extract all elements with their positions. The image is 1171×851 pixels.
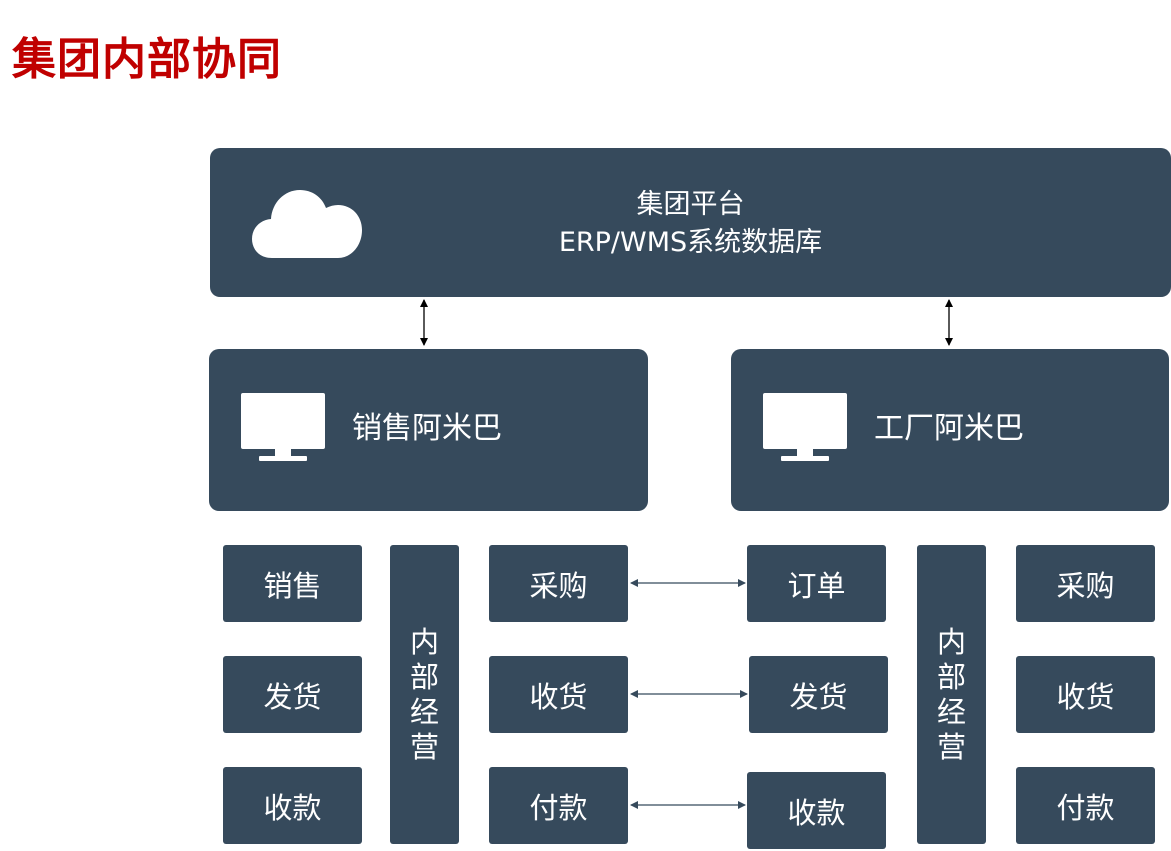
sales-box: 销售 (223, 545, 362, 622)
factory-amiba-box: 工厂阿米巴 (731, 349, 1169, 511)
collection-box: 收款 (223, 767, 362, 844)
collection-box: 收款 (747, 772, 886, 849)
payment-box: 付款 (489, 767, 628, 844)
monitor-icon (241, 393, 325, 461)
shipping-box: 发货 (749, 656, 888, 733)
group-platform-box: 集团平台 ERP/WMS系统数据库 (210, 148, 1171, 297)
shipping-box: 发货 (223, 656, 362, 733)
sales-amiba-box: 销售阿米巴 (209, 349, 648, 511)
internal-operations-box: 内 部 经 营 (390, 545, 459, 844)
internal-operations-char: 营 (936, 729, 966, 764)
internal-operations-char: 内 (409, 624, 439, 659)
internal-operations-char: 营 (409, 729, 439, 764)
receiving-box: 收货 (489, 656, 628, 733)
factory-amiba-label: 工厂阿米巴 (874, 411, 1024, 446)
internal-operations-box: 内 部 经 营 (917, 545, 986, 844)
order-box: 订单 (747, 545, 886, 622)
cloud-icon (252, 190, 362, 258)
internal-operations-char: 部 (936, 659, 966, 694)
internal-operations-char: 经 (936, 694, 966, 729)
receiving-box: 收货 (1016, 656, 1155, 733)
purchase-box: 采购 (1016, 545, 1155, 622)
sales-amiba-label: 销售阿米巴 (352, 411, 502, 446)
purchase-box: 采购 (489, 545, 628, 622)
group-platform-title: 集团平台 (636, 189, 745, 220)
payment-box: 付款 (1016, 767, 1155, 844)
internal-operations-char: 部 (409, 659, 439, 694)
internal-operations-char: 经 (409, 694, 439, 729)
group-platform-subtitle: ERP/WMS系统数据库 (558, 227, 823, 258)
group-platform-text: 集团平台 ERP/WMS系统数据库 (210, 186, 1171, 262)
monitor-icon (763, 393, 847, 461)
page-title: 集团内部协同 (12, 34, 282, 85)
internal-operations-char: 内 (936, 624, 966, 659)
